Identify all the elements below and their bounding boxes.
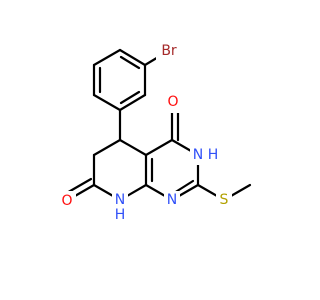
bond	[144, 138, 174, 157]
molecule-structure-diagram: Br O N H O N H N S	[58, 41, 252, 225]
hydrogen-nh-right-atom-label: H	[208, 147, 219, 163]
bond	[92, 138, 122, 157]
bond	[92, 48, 122, 67]
bond-double-inner	[119, 90, 141, 105]
bond	[92, 93, 122, 112]
oxygen-ketone-atom-label: O	[167, 94, 178, 110]
atom-label-layer: Br O N H O N H N S	[58, 41, 232, 225]
nitrogen-nh-right-atom-label: N	[193, 147, 203, 163]
oxygen-lactam-atom-label: O	[61, 193, 72, 209]
nitrogen-ring-atom-label: N	[167, 192, 177, 208]
bromine-atom-label: Br	[161, 43, 177, 59]
bond	[118, 93, 147, 112]
nitrogen-nh-bottom-atom-label: N	[115, 192, 125, 208]
bond	[118, 138, 148, 157]
bond-double-inner	[119, 55, 141, 70]
sulfur-atom-label: S	[220, 192, 229, 208]
hydrogen-nh-bottom-atom-label: H	[115, 207, 126, 223]
bond-layer	[63, 48, 252, 202]
bond	[118, 48, 147, 67]
